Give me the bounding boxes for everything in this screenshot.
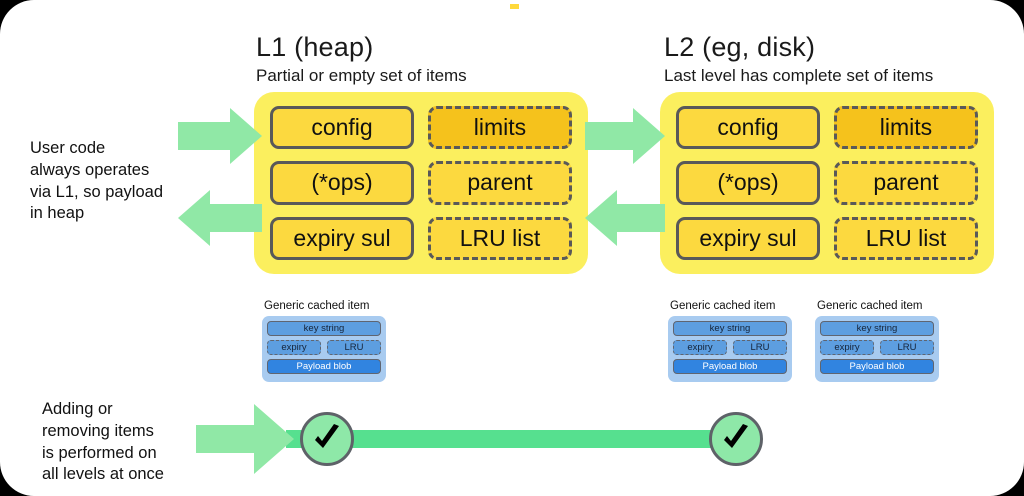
cached-item-key[interactable]: key string — [673, 321, 787, 336]
cached-item-expiry[interactable]: expiry — [673, 340, 727, 355]
check-badge-level-2 — [709, 412, 763, 466]
all-levels-track — [286, 430, 746, 448]
cell-expiry-sul[interactable]: expiry sul — [676, 216, 820, 260]
cached-item-payload-row: Payload blob — [820, 359, 934, 374]
adding-removing-note: Adding or removing items is performed on… — [42, 399, 222, 486]
check-icon — [724, 424, 748, 448]
cached-item-payload[interactable]: Payload blob — [673, 359, 787, 374]
level-1-panel: config (*ops) expiry sul limits parent L… — [254, 92, 588, 274]
cell-limits[interactable]: limits — [834, 106, 978, 150]
cached-item-key-row: key string — [267, 321, 381, 336]
level-2-panel: config (*ops) expiry sul limits parent L… — [660, 92, 994, 274]
top-marker — [510, 4, 519, 9]
level-1-title: L1 (heap) — [256, 32, 374, 62]
arrow-left-icon — [178, 190, 262, 246]
level-2-right-column: limits parent LRU list — [834, 106, 978, 260]
cached-item-expiry[interactable]: expiry — [267, 340, 321, 355]
cell-lru-list[interactable]: LRU list — [834, 216, 978, 260]
arrow-right-icon — [178, 108, 262, 164]
adding-removing-line-4: all levels at once — [42, 465, 164, 484]
level-1-right-column: limits parent LRU list — [428, 106, 572, 260]
cached-item-key-row: key string — [673, 321, 787, 336]
cell-config[interactable]: config — [676, 106, 820, 150]
cell-ops[interactable]: (*ops) — [676, 161, 820, 205]
cached-item-lru[interactable]: LRU — [327, 340, 381, 355]
generic-cached-item: key string expiry LRU Payload blob — [262, 316, 386, 382]
level-2-subtitle: Last level has complete set of items — [664, 66, 934, 85]
cached-item-payload[interactable]: Payload blob — [267, 359, 381, 374]
arrow-right-icon — [196, 404, 294, 474]
cell-lru-list[interactable]: LRU list — [428, 216, 572, 260]
cached-item-label: Generic cached item — [670, 300, 776, 312]
user-code-line-3: via L1, so payload — [30, 182, 164, 201]
cached-item-payload[interactable]: Payload blob — [820, 359, 934, 374]
cell-ops[interactable]: (*ops) — [270, 161, 414, 205]
cell-limits[interactable]: limits — [428, 106, 572, 150]
cached-item-lru[interactable]: LRU — [880, 340, 934, 355]
cached-item-meta-row: expiry LRU — [673, 340, 787, 355]
adding-removing-line-3: is performed on — [42, 443, 157, 462]
cached-item-key[interactable]: key string — [267, 321, 381, 336]
cell-parent[interactable]: parent — [428, 161, 572, 205]
user-code-line-1: User code — [30, 139, 106, 157]
check-icon — [315, 424, 339, 448]
user-code-line-2: always operates — [30, 160, 150, 179]
level-2-left-column: config (*ops) expiry sul — [676, 106, 820, 260]
cached-item-payload-row: Payload blob — [673, 359, 787, 374]
level-2-title: L2 (eg, disk) — [664, 32, 816, 62]
cached-item-meta-row: expiry LRU — [820, 340, 934, 355]
cached-item-key-row: key string — [820, 321, 934, 336]
cell-config[interactable]: config — [270, 106, 414, 150]
user-code-line-4: in heap — [30, 204, 85, 223]
generic-cached-item: key string expiry LRU Payload blob — [815, 316, 939, 382]
check-badge-level-1 — [300, 412, 354, 466]
cached-item-expiry[interactable]: expiry — [820, 340, 874, 355]
cached-item-lru[interactable]: LRU — [733, 340, 787, 355]
level-1-subtitle: Partial or empty set of items — [256, 66, 467, 85]
cached-item-meta-row: expiry LRU — [267, 340, 381, 355]
generic-cached-item: key string expiry LRU Payload blob — [668, 316, 792, 382]
arrow-left-icon — [585, 190, 665, 246]
adding-removing-line-2: removing items — [42, 421, 154, 440]
cached-item-payload-row: Payload blob — [267, 359, 381, 374]
cached-item-label: Generic cached item — [264, 300, 370, 312]
adding-removing-line-1: Adding or — [42, 400, 113, 418]
cached-item-label: Generic cached item — [817, 300, 923, 312]
arrow-right-icon — [585, 108, 665, 164]
level-1-left-column: config (*ops) expiry sul — [270, 106, 414, 260]
cell-expiry-sul[interactable]: expiry sul — [270, 216, 414, 260]
cell-parent[interactable]: parent — [834, 161, 978, 205]
user-code-note: User code always operates via L1, so pay… — [30, 138, 190, 225]
cached-item-key[interactable]: key string — [820, 321, 934, 336]
